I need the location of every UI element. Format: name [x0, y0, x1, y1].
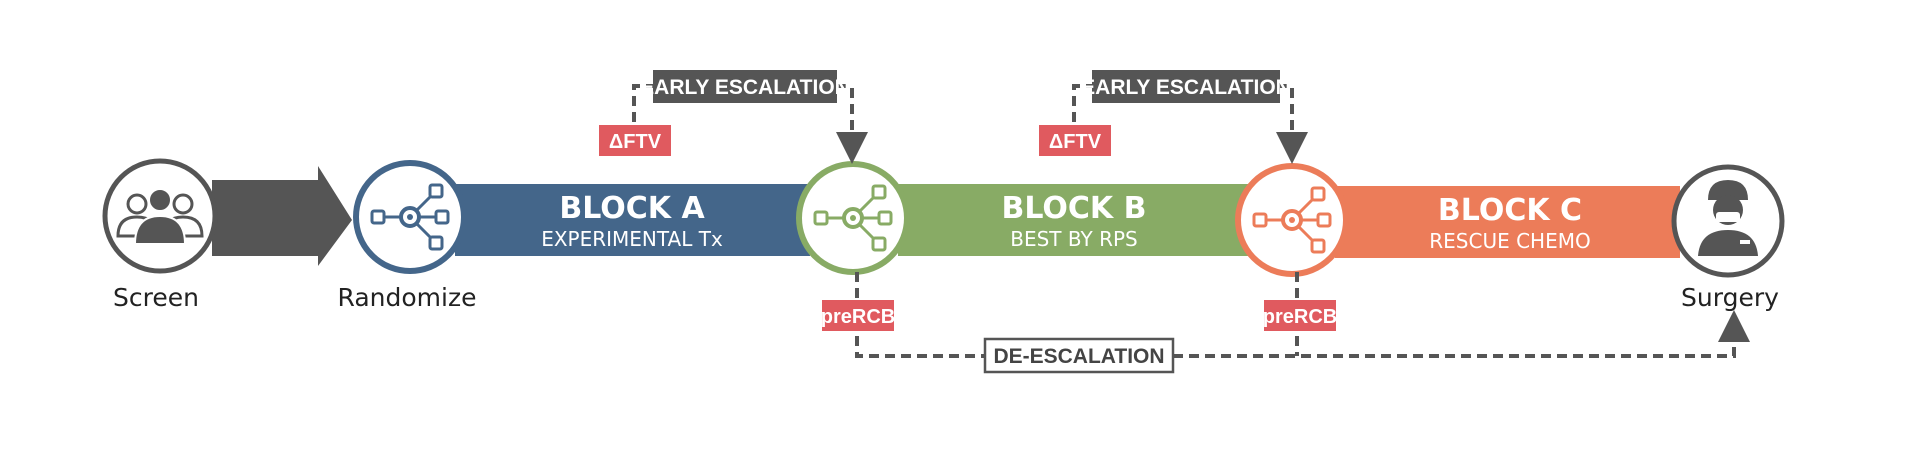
pre-rcb-text-2: preRCB — [1263, 306, 1337, 328]
flow-arrow — [212, 166, 352, 266]
decision-node-b — [796, 161, 910, 275]
randomize-node — [353, 160, 467, 274]
surgery-node — [1671, 164, 1785, 278]
block-b-band — [898, 184, 1250, 256]
randomize-label: Randomize — [338, 283, 477, 312]
pre-rcb-label-2 — [1264, 300, 1336, 331]
de-escalation-text: DE-ESCALATION — [993, 345, 1164, 368]
block-a-title: BLOCK A — [559, 191, 705, 226]
delta-ftv-text-1: ΔFTV — [609, 131, 662, 153]
surgeon-icon — [1698, 180, 1758, 256]
block-a-band — [455, 184, 810, 256]
delta-ftv-label-2 — [1039, 125, 1111, 156]
block-b-title: BLOCK B — [1002, 191, 1147, 226]
surgery-label: Surgery — [1681, 283, 1779, 312]
pre-rcb-text-1: preRCB — [821, 306, 895, 328]
early-escalation-text-1: EARLY ESCALATION — [640, 76, 850, 99]
early-escalation-label-1 — [653, 70, 837, 103]
early-escalation-label-2 — [1092, 70, 1280, 103]
people-icon — [116, 188, 204, 245]
delta-ftv-text-2: ΔFTV — [1049, 131, 1102, 153]
screen-node — [102, 158, 218, 274]
block-b-subtitle: BEST BY RPS — [1010, 227, 1137, 251]
decision-node-c — [1235, 163, 1349, 277]
block-c-title: BLOCK C — [1438, 193, 1582, 228]
early-escalation-text-2: EARLY ESCALATION — [1081, 76, 1291, 99]
block-a-subtitle: EXPERIMENTAL Tx — [541, 227, 723, 251]
pre-rcb-label-1 — [822, 300, 894, 331]
de-escalation-label — [983, 337, 1175, 374]
block-c-subtitle: RESCUE CHEMO — [1429, 229, 1590, 253]
screen-label: Screen — [113, 283, 199, 312]
delta-ftv-label-1 — [599, 125, 671, 156]
block-c-band — [1335, 186, 1680, 258]
